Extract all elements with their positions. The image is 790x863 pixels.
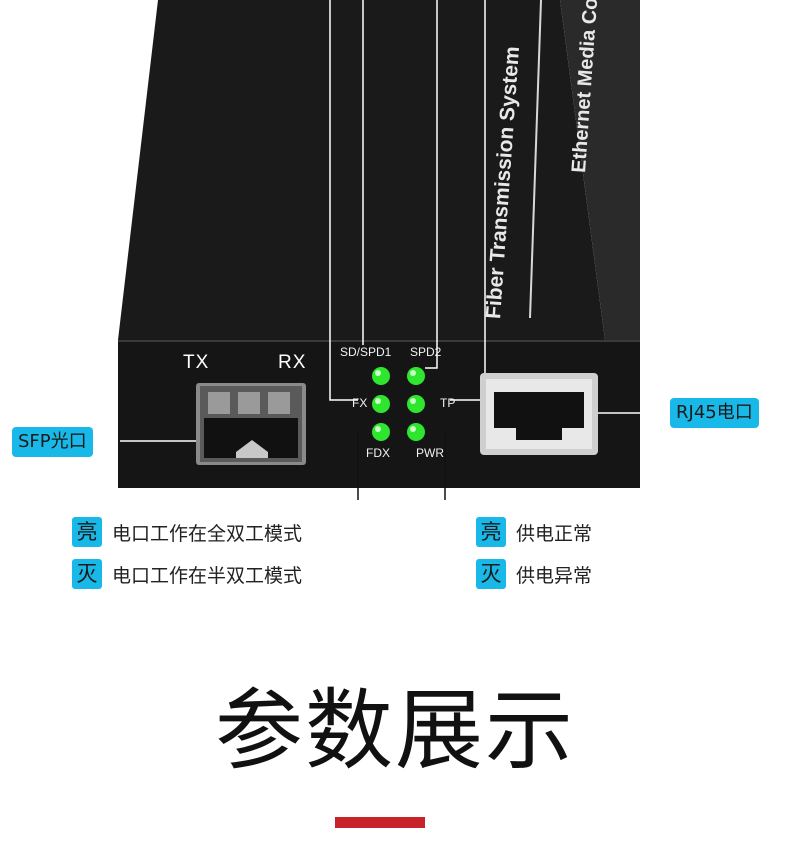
legend-fdx: 亮 电口工作在全双工模式 灭 电口工作在半双工模式 — [72, 515, 302, 591]
led-label-fx: FX — [352, 396, 368, 410]
sfp-port-callout: SFP光口 — [12, 427, 93, 457]
led-sd-spd1 — [372, 367, 390, 385]
media-converter-device — [118, 0, 640, 500]
led-fdx — [372, 423, 390, 441]
led-label-fdx: FDX — [366, 446, 390, 460]
status-badge: 亮 — [476, 517, 506, 547]
legend-text: 电口工作在全双工模式 — [112, 522, 303, 545]
legend-pwr: 亮 供电正常 灭 供电异常 — [476, 515, 592, 591]
led-label-spd2: SPD2 — [410, 345, 442, 359]
led-label-tp: TP — [440, 396, 456, 410]
device-stripe — [529, 0, 542, 319]
led-indicators — [372, 367, 425, 441]
legend-text: 供电正常 — [516, 522, 593, 545]
led-tp — [407, 395, 425, 413]
led-pwr — [407, 423, 425, 441]
section-title: 参数展示 — [214, 679, 575, 782]
legend-row: 灭 电口工作在半双工模式 — [72, 557, 302, 591]
status-badge: 灭 — [72, 559, 102, 589]
legend-row: 亮 供电正常 — [476, 515, 592, 549]
status-badge: 亮 — [72, 517, 102, 547]
legend-text: 电口工作在半双工模式 — [112, 564, 303, 587]
device-side-edge — [560, 0, 640, 340]
title-accent-bar — [335, 817, 425, 828]
rj45-port — [480, 373, 598, 455]
port-label-rx: RX — [278, 352, 307, 373]
status-badge: 灭 — [476, 559, 506, 589]
device-top-face — [118, 0, 605, 340]
led-fx — [372, 395, 390, 413]
sfp-port — [196, 383, 306, 465]
led-label-sd-spd1: SD/SPD1 — [340, 345, 392, 359]
led-spd2 — [407, 367, 425, 385]
legend-row: 灭 供电异常 — [476, 557, 592, 591]
port-label-tx: TX — [183, 352, 210, 373]
led-label-pwr: PWR — [416, 446, 444, 460]
legend-text: 供电异常 — [516, 564, 593, 587]
rj45-port-callout: RJ45电口 — [670, 398, 759, 428]
legend-row: 亮 电口工作在全双工模式 — [72, 515, 302, 549]
legend-leader-lines — [357, 430, 446, 500]
